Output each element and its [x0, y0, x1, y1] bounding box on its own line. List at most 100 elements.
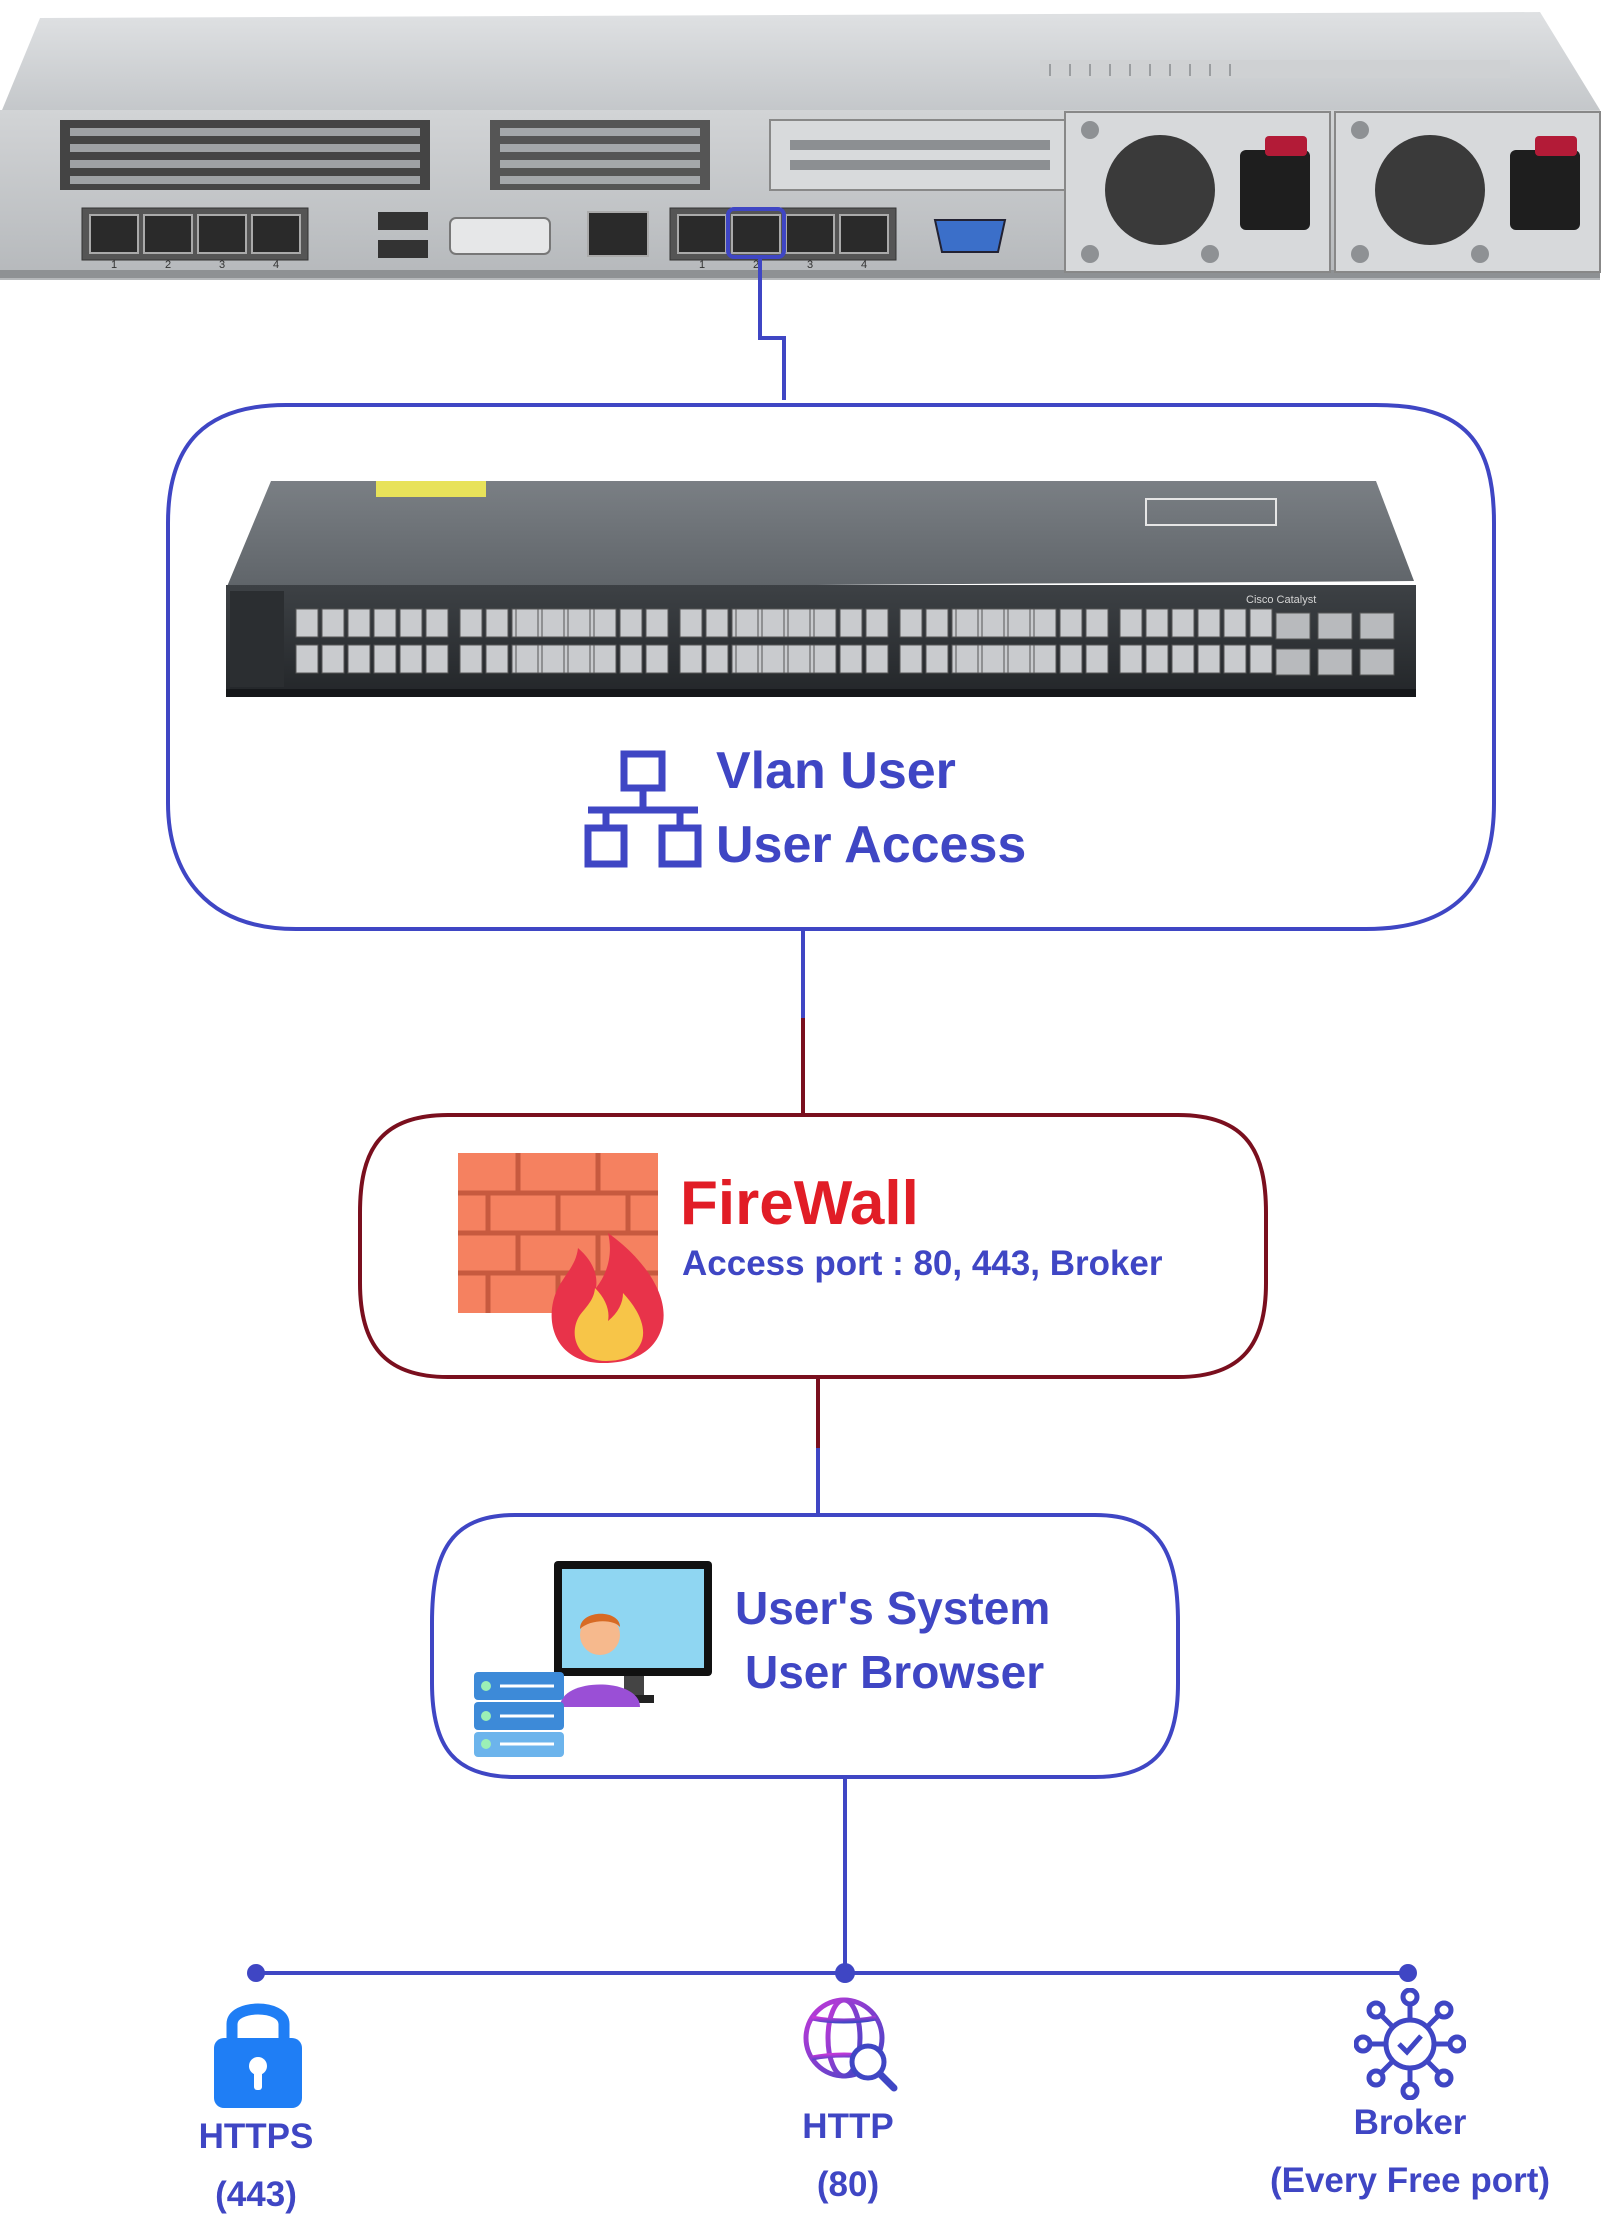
switch-port — [347, 644, 371, 674]
system-label-line2: User Browser — [745, 1646, 1045, 1698]
switch-port — [761, 608, 785, 638]
switch-panel-text: Cisco Catalyst — [1246, 594, 1316, 606]
switch-port — [839, 644, 863, 674]
server-port-label: 3 — [807, 259, 813, 271]
switch-port — [925, 608, 949, 638]
server-port-label: 4 — [861, 259, 867, 271]
highlighted-port — [726, 207, 786, 259]
vlan-network-icon — [584, 750, 702, 868]
switch-port — [567, 644, 591, 674]
switch-port — [1171, 608, 1195, 638]
switch-port — [1007, 644, 1031, 674]
switch-port — [399, 608, 423, 638]
switch-port — [813, 608, 837, 638]
switch-port — [705, 608, 729, 638]
protocol-https: HTTPS (443) — [156, 1992, 356, 2222]
switch-port — [619, 644, 643, 674]
switch-port — [593, 608, 617, 638]
switch-port — [295, 644, 319, 674]
switch-port — [541, 644, 565, 674]
switch-port — [459, 644, 483, 674]
switch-port — [981, 608, 1005, 638]
switch-port — [981, 644, 1005, 674]
switch-port — [925, 644, 949, 674]
switch-port — [735, 644, 759, 674]
firewall-icon — [458, 1153, 664, 1363]
switch-port — [955, 644, 979, 674]
switch-port — [645, 608, 669, 638]
server-port-label: 3 — [219, 259, 225, 271]
switch-port — [1145, 644, 1169, 674]
switch-port — [899, 608, 923, 638]
server-port-label: 4 — [273, 259, 279, 271]
switch-port — [515, 608, 539, 638]
switch-port — [321, 644, 345, 674]
switch-port — [459, 608, 483, 638]
globe-search-icon — [803, 1997, 898, 2092]
switch-port-bank — [295, 608, 1273, 674]
switch-port — [485, 608, 509, 638]
switch-port — [373, 608, 397, 638]
server-to-switch-link — [758, 258, 786, 400]
network-switch-image: Cisco Catalyst — [226, 481, 1416, 697]
switch-port — [1119, 608, 1143, 638]
switch-port — [593, 644, 617, 674]
https-label: HTTPS — [198, 2117, 314, 2156]
switch-port — [679, 608, 703, 638]
switch-port — [1059, 608, 1083, 638]
broker-label: Broker — [1353, 2103, 1467, 2142]
switch-port — [1119, 644, 1143, 674]
switch-port — [321, 608, 345, 638]
switch-port — [679, 644, 703, 674]
switch-port — [1223, 608, 1247, 638]
switch-port — [839, 608, 863, 638]
switch-port — [1145, 608, 1169, 638]
server-port-label: 2 — [165, 259, 171, 271]
https-port: (443) — [215, 2175, 297, 2214]
switch-port — [541, 608, 565, 638]
switch-port — [955, 608, 979, 638]
server-port-label: 1 — [111, 259, 117, 271]
switch-port — [1059, 644, 1083, 674]
switch-port — [1033, 644, 1057, 674]
server-rack-unit: 1 2 3 4 1 2 3 4 — [0, 12, 1601, 280]
switch-port — [567, 608, 591, 638]
broker-port: (Every Free port) — [1269, 2161, 1551, 2200]
switch-port — [1249, 608, 1273, 638]
firewall-title: FireWall — [680, 1169, 919, 1238]
bus-node-broker — [1399, 1964, 1417, 1982]
switch-port — [1085, 608, 1109, 638]
switch-port — [425, 608, 449, 638]
firewall-node: FireWall Access port : 80, 443, Broker — [358, 1113, 1268, 1379]
protocol-broker: Broker (Every Free port) — [1240, 1988, 1580, 2218]
switch-port — [515, 644, 539, 674]
switch-port — [899, 644, 923, 674]
switch-port — [1197, 644, 1221, 674]
switch-port — [485, 644, 509, 674]
network-hub-icon — [1354, 1988, 1466, 2100]
switch-port — [865, 644, 889, 674]
user-system-node: User's System User Browser — [430, 1513, 1180, 1779]
switch-port — [373, 644, 397, 674]
switch-port — [1085, 644, 1109, 674]
protocol-http: HTTP (80) — [748, 1992, 948, 2222]
http-port: (80) — [816, 2165, 880, 2204]
switch-port — [295, 608, 319, 638]
switch-port — [705, 644, 729, 674]
switch-label-vlan: Vlan User — [716, 742, 956, 800]
switch-port — [865, 608, 889, 638]
switch-port — [399, 644, 423, 674]
switch-port — [1171, 644, 1195, 674]
server-port-label: 2 — [753, 259, 759, 271]
bus-node-https — [247, 1964, 265, 1982]
user-computer-icon — [474, 1561, 712, 1757]
switch-port — [761, 644, 785, 674]
firewall-subtitle: Access port : 80, 443, Broker — [682, 1244, 1163, 1283]
switch-label-access: User Access — [716, 816, 1027, 874]
padlock-icon — [214, 2003, 302, 2108]
switch-port — [1033, 608, 1057, 638]
switch-port — [735, 608, 759, 638]
switch-port — [1223, 644, 1247, 674]
switch-port — [813, 644, 837, 674]
